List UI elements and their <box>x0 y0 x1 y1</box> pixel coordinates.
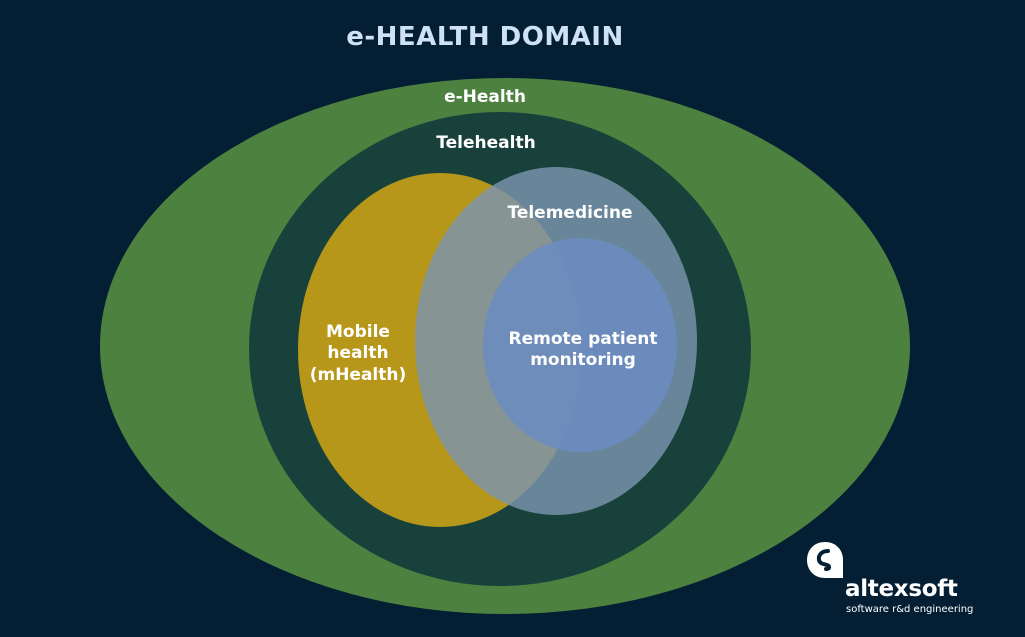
telemedicine-label: Telemedicine <box>507 203 633 223</box>
logo-name: altexsoft <box>845 576 958 602</box>
mhealth-label: Mobile health (mHealth) <box>309 322 407 385</box>
diagram-title: e-HEALTH DOMAIN <box>346 22 624 52</box>
rpm-label: Remote patient monitoring <box>508 329 658 371</box>
altexsoft-logo-icon <box>807 542 843 578</box>
altexsoft-logo: altexsoft software r&d engineering <box>805 540 1015 620</box>
logo-tagline: software r&d engineering <box>846 604 974 615</box>
telehealth-label: Telehealth <box>436 133 536 153</box>
rpm-region <box>483 238 677 452</box>
ehealth-label: e-Health <box>444 87 526 107</box>
